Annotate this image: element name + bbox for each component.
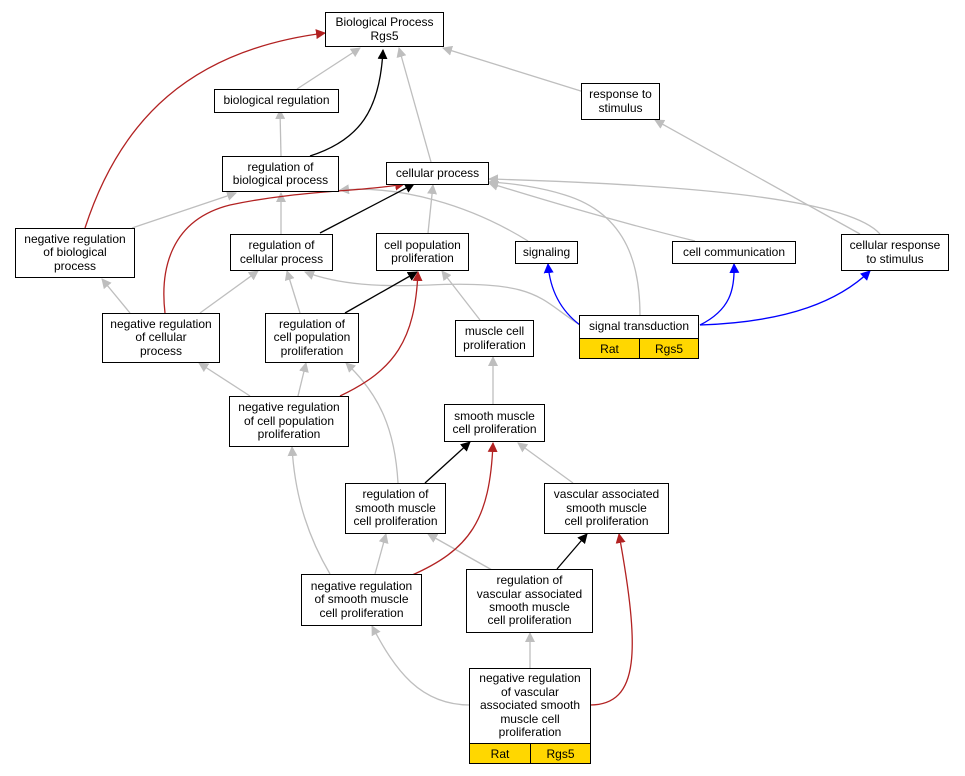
node-label: negative regulation of cell population p… xyxy=(238,400,340,442)
node-label: signal transduction xyxy=(588,319,690,334)
edge-cpp-cellproc xyxy=(427,184,438,234)
edge-regvasc-regsmc xyxy=(427,533,493,571)
node-label: regulation of cellular process xyxy=(239,238,324,266)
edge-signaltrans-cellproc xyxy=(488,177,641,317)
edge-response-bp xyxy=(442,45,585,93)
node-regulation-of-cellular-process[interactable]: regulation of cellular process xyxy=(230,234,333,271)
node-negative-regulation-of-cell-population-proliferation[interactable]: negative regulation of cell population p… xyxy=(229,396,349,447)
node-signaling[interactable]: signaling xyxy=(515,241,578,264)
edge-regcpp-regcp xyxy=(284,270,301,314)
node-label: cellular process xyxy=(395,165,480,180)
edge-regsmc-smc xyxy=(424,441,471,484)
node-negative-regulation-of-vascular-associated-smooth-muscle-cell-proliferation[interactable]: negative regulation of vascular associat… xyxy=(469,668,591,744)
edge-cellresp-response xyxy=(654,119,861,235)
edge-negregsmc-negregcpp xyxy=(287,446,331,575)
edge-negregcpp-negregcp xyxy=(198,362,251,397)
edge-signaltrans-regcp xyxy=(304,270,581,326)
node-label: muscle cell proliferation xyxy=(463,324,526,352)
edge-signaltrans-cellresp xyxy=(699,270,871,326)
edge-regvasc-vascsmc xyxy=(556,533,588,570)
edge-negregcp-regcp xyxy=(199,270,259,314)
node-label: Biological Process Rgs5 xyxy=(335,15,434,43)
edge-signaltrans-signaling xyxy=(543,263,581,326)
edge-biolreg-bp xyxy=(296,47,361,90)
node-cell-population-proliferation[interactable]: cell population proliferation xyxy=(376,233,469,271)
edge-negregsmc-regsmc xyxy=(374,533,389,575)
annotation-species: Rat xyxy=(579,338,640,359)
edge-regbp-biolreg xyxy=(275,109,286,157)
edge-vascsmc-smc xyxy=(517,442,574,484)
edge-negregvasc-vascsmc xyxy=(589,533,633,706)
node-label: signaling xyxy=(522,244,571,259)
edge-signaltrans-cellcomm xyxy=(699,263,740,326)
edge-negregvasc-negregsmc xyxy=(371,625,471,706)
node-vascular-associated-smooth-muscle-cell-proliferation[interactable]: vascular associated smooth muscle cell p… xyxy=(544,483,669,534)
edge-regcp-cellproc xyxy=(319,183,415,234)
node-response-to-stimulus[interactable]: response to stimulus xyxy=(581,83,660,120)
node-label: regulation of vascular associated smooth… xyxy=(476,573,583,628)
node-cellular-process[interactable]: cellular process xyxy=(386,162,489,185)
node-regulation-of-smooth-muscle-cell-proliferation[interactable]: regulation of smooth muscle cell prolife… xyxy=(345,483,446,534)
node-label: response to stimulus xyxy=(589,87,652,115)
node-biological-process[interactable]: Biological Process Rgs5 xyxy=(325,12,444,47)
edge-cellproc-bp xyxy=(396,47,432,163)
node-regulation-of-biological-process[interactable]: regulation of biological process xyxy=(222,156,339,192)
node-biological-regulation[interactable]: biological regulation xyxy=(214,89,339,113)
edge-negregsmc-smc xyxy=(409,442,498,577)
annotation-gene: Rgs5 xyxy=(639,338,699,359)
edge-regbp-bp xyxy=(309,49,388,157)
node-label: negative regulation of smooth muscle cel… xyxy=(310,578,413,620)
node-regulation-of-cell-population-proliferation[interactable]: regulation of cell population proliferat… xyxy=(265,313,359,363)
node-label: regulation of smooth muscle cell prolife… xyxy=(353,487,438,529)
node-label: vascular associated smooth muscle cell p… xyxy=(553,487,660,529)
annotation-species: Rat xyxy=(469,743,531,764)
edge-regcpp-cpp xyxy=(344,271,418,314)
edge-cellresp-cellproc xyxy=(488,174,881,235)
node-label: biological regulation xyxy=(223,93,330,108)
edge-negregcp-negregbp xyxy=(101,278,131,314)
edge-regsmc-regcpp xyxy=(345,362,399,484)
edge-negregbp-regbp xyxy=(131,191,237,229)
node-label: regulation of cell population proliferat… xyxy=(273,316,351,358)
edge-negregbp-bp xyxy=(84,29,326,229)
node-label: negative regulation of vascular associat… xyxy=(479,671,581,740)
edge-cellcomm-cellproc xyxy=(488,180,696,242)
node-label: cell population proliferation xyxy=(384,237,461,265)
node-cell-communication[interactable]: cell communication xyxy=(672,241,796,264)
edge-negregcp-cellproc xyxy=(163,180,405,314)
annotation-gene: Rgs5 xyxy=(530,743,591,764)
node-negative-regulation-of-biological-process[interactable]: negative regulation of biological proces… xyxy=(15,228,135,278)
edge-negregcpp-cpp xyxy=(339,271,423,397)
node-label: regulation of biological process xyxy=(232,159,329,187)
edge-muscle-cpp xyxy=(441,270,481,321)
node-cellular-response-to-stimulus[interactable]: cellular response to stimulus xyxy=(841,234,949,271)
node-label: negative regulation of biological proces… xyxy=(24,231,126,273)
node-smooth-muscle-cell-proliferation[interactable]: smooth muscle cell proliferation xyxy=(444,404,545,442)
node-label: cell communication xyxy=(682,244,786,259)
node-muscle-cell-proliferation[interactable]: muscle cell proliferation xyxy=(455,320,534,357)
node-label: smooth muscle cell proliferation xyxy=(452,408,537,436)
node-negative-regulation-of-smooth-muscle-cell-proliferation[interactable]: negative regulation of smooth muscle cel… xyxy=(301,574,422,626)
node-label: cellular response to stimulus xyxy=(849,238,941,266)
node-signal-transduction[interactable]: signal transduction xyxy=(579,315,699,339)
node-label: negative regulation of cellular process xyxy=(110,316,212,358)
node-negative-regulation-of-cellular-process[interactable]: negative regulation of cellular process xyxy=(102,313,220,363)
node-regulation-of-vascular-associated-smooth-muscle-cell-proliferation[interactable]: regulation of vascular associated smooth… xyxy=(466,569,593,633)
edge-negregcpp-regcpp xyxy=(297,362,309,397)
